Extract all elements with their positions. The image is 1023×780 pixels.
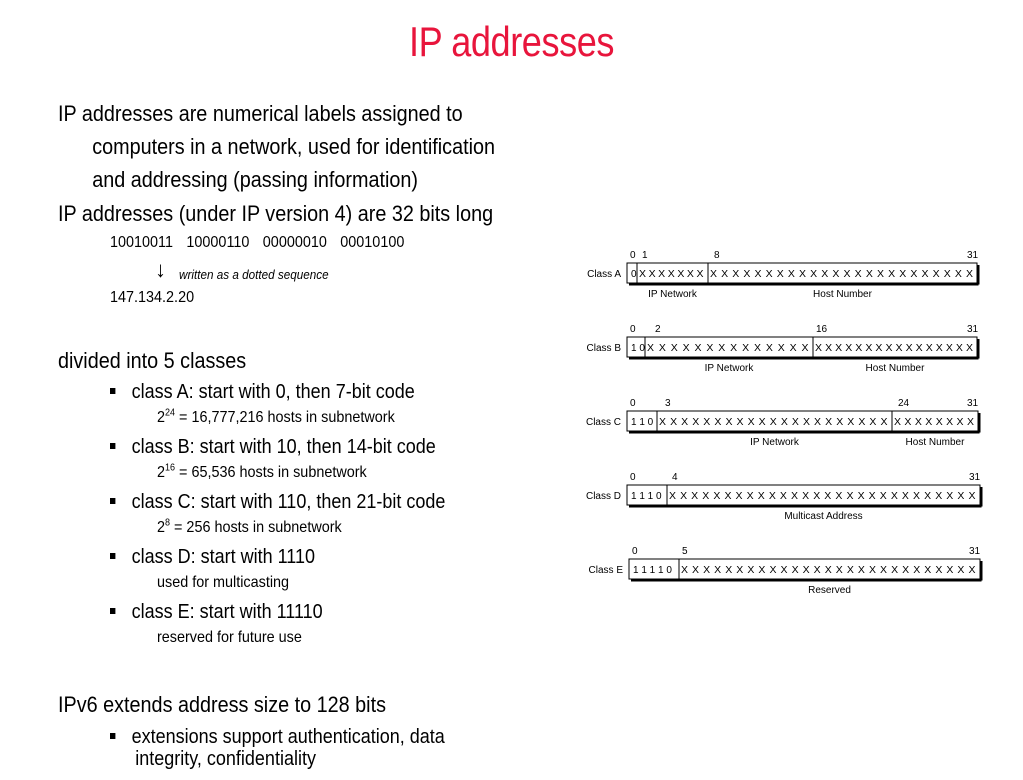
class-a-bits-field-a: XXXXXXX [639, 268, 704, 280]
class-a-bit-tick: 31 [967, 250, 979, 261]
class-e-bits-field-a: XXXXXXXXXXXXXXXXXXXXXXXXXXX [681, 564, 976, 576]
bullet-icon [110, 732, 116, 739]
class-a-network-label: IP Network [648, 289, 698, 300]
binary-address: 10010011 10000110 00000010 00010100 [110, 234, 405, 251]
intro-paragraph: IP addresses are numerical labels assign… [58, 97, 495, 196]
class-e-field-label: Reserved [808, 585, 851, 596]
intro-line-3: and addressing (passing information) [92, 167, 418, 192]
class-b-bit-tick: 31 [967, 324, 979, 335]
class-c-item: class C: start with 110, then 21-bit cod… [110, 491, 445, 514]
class-e-prefix-bits: 1 1 1 1 0 [633, 565, 672, 576]
class-a-bit-tick: 0 [630, 250, 636, 261]
class-d-field-label: Multicast Address [784, 511, 862, 522]
class-d-prefix-bits: 1 1 1 0 [631, 491, 662, 502]
class-e-item: class E: start with 11110 [110, 601, 323, 624]
class-e-bit-tick: 5 [682, 546, 688, 557]
class-a-bit-tick: 8 [714, 250, 720, 261]
class-e-note: reserved for future use [157, 629, 302, 646]
class-b-host-label: Host Number [866, 363, 926, 374]
class-d-bit-tick: 4 [672, 472, 678, 483]
class-d-item: class D: start with 1110 [110, 546, 315, 569]
class-a-bit-tick: 1 [642, 250, 648, 261]
class-b-item: class B: start with 10, then 14-bit code [110, 436, 436, 459]
class-b-bit-tick: 16 [816, 324, 828, 335]
bullet-icon [110, 387, 116, 394]
class-c-bit-tick: 31 [967, 398, 979, 409]
class-c-bit-tick: 24 [898, 398, 910, 409]
intro-line-2: computers in a network, used for identif… [92, 134, 496, 159]
class-e-label: Class E [589, 565, 624, 576]
class-b-box [626, 336, 978, 358]
class-c-hosts: 28 = 256 hosts in subnetwork [157, 517, 342, 536]
class-b-network-label: IP Network [705, 363, 755, 374]
class-d-bit-tick: 0 [630, 472, 636, 483]
class-b-prefix-bits: 1 0 [631, 343, 645, 354]
class-c-bit-tick: 0 [630, 398, 636, 409]
class-d-note: used for multicasting [157, 574, 290, 591]
down-arrow-icon: ↓ [155, 257, 166, 282]
class-a-hosts: 224 = 16,777,216 hosts in subnetwork [157, 407, 395, 426]
ipv6-heading: IPv6 extends address size to 128 bits [58, 692, 386, 717]
class-e-bit-tick: 0 [632, 546, 638, 557]
dotted-sequence-note: written as a dotted sequence [179, 267, 329, 282]
ipv4-heading: IP addresses (under IP version 4) are 32… [58, 201, 494, 226]
class-a-prefix-bits: 0 [631, 269, 637, 280]
bullet-icon [110, 497, 116, 504]
class-b-bit-tick: 2 [655, 324, 661, 335]
class-b-hosts: 216 = 65,536 hosts in subnetwork [157, 462, 367, 481]
dotted-address: 147.134.2.20 [110, 289, 195, 306]
ipv6-extensions-item: extensions support authentication, data … [110, 726, 445, 770]
classes-heading: divided into 5 classes [58, 348, 247, 373]
class-a-host-label: Host Number [813, 289, 873, 300]
class-d-box [626, 484, 981, 506]
intro-line-1: IP addresses are numerical labels assign… [58, 101, 463, 126]
class-c-network-label: IP Network [750, 437, 800, 448]
class-a-box [626, 262, 978, 284]
page-title: IP addresses [408, 18, 615, 65]
class-d-bit-tick: 31 [969, 472, 981, 483]
bullet-icon [110, 552, 116, 559]
class-a-label: Class A [587, 269, 621, 280]
class-c-bit-tick: 3 [665, 398, 671, 409]
class-c-bits-field-a: XXXXXXXXXXXXXXXXXXXXX [659, 416, 888, 428]
bullet-icon [110, 442, 116, 449]
class-d-label: Class D [586, 491, 621, 502]
class-b-bit-tick: 0 [630, 324, 636, 335]
class-e-box [628, 558, 981, 580]
class-c-box [626, 410, 979, 432]
class-b-label: Class B [587, 343, 622, 354]
class-c-prefix-bits: 1 1 0 [631, 417, 654, 428]
bullet-icon [110, 607, 116, 614]
class-c-host-label: Host Number [906, 437, 966, 448]
class-e-bit-tick: 31 [969, 546, 981, 557]
class-a-item: class A: start with 0, then 7-bit code [110, 381, 415, 404]
class-c-label: Class C [586, 417, 621, 428]
